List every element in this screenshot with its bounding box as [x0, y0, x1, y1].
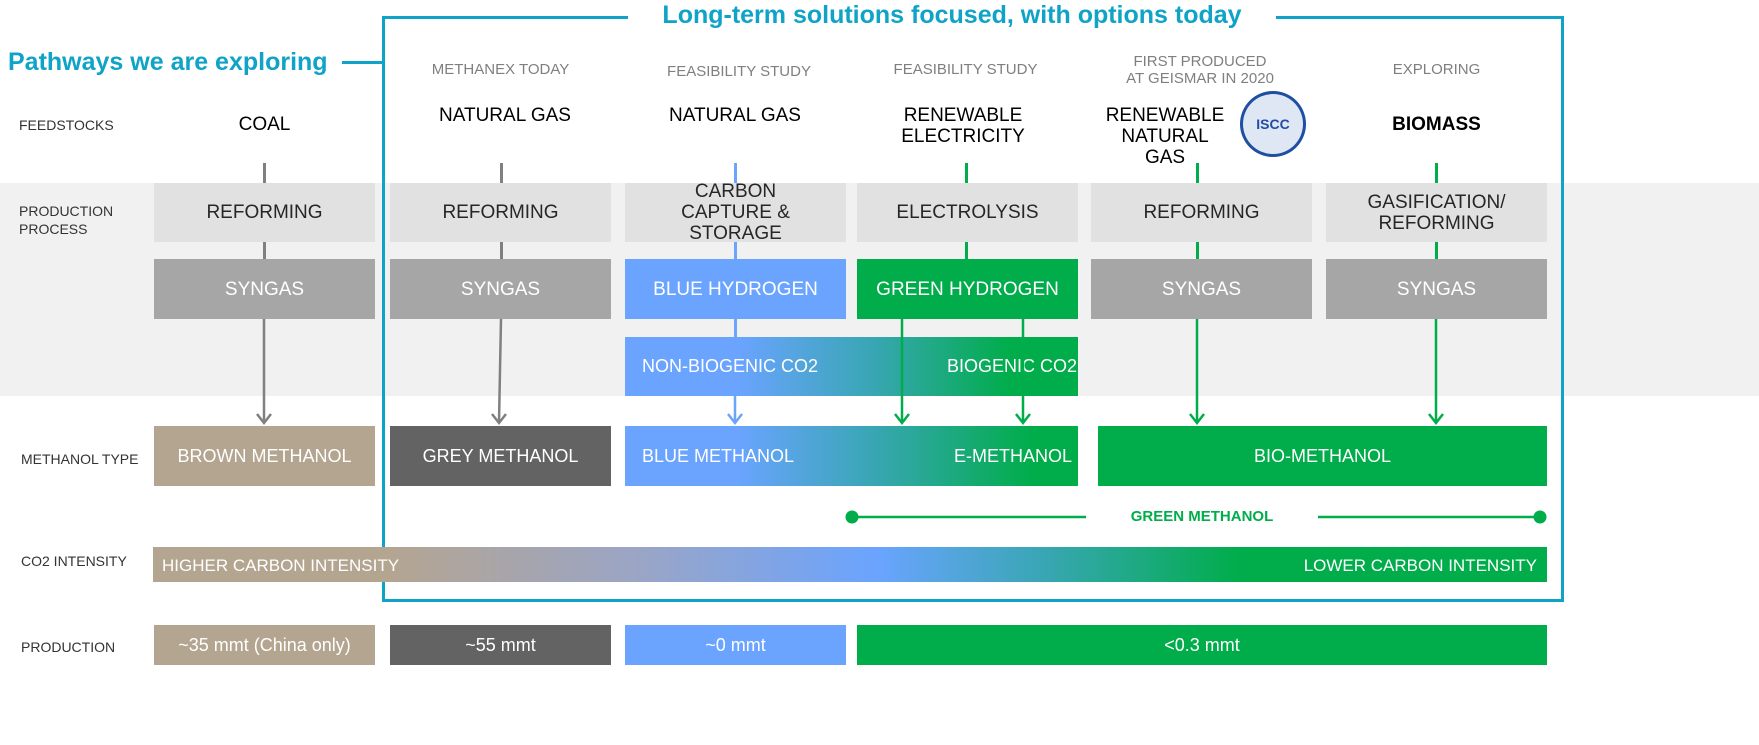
col2-arrowhead — [491, 413, 507, 426]
col6-feedstock: BIOMASS — [1392, 114, 1481, 135]
blue-e-methanol-bar — [625, 426, 1078, 486]
col2-line-top — [500, 163, 503, 183]
col5-arrowhead — [1189, 413, 1205, 426]
green-methanol-span-end — [1533, 510, 1547, 524]
col4-line-top — [965, 163, 968, 183]
bio-methanol-box: BIO-METHANOL — [1098, 426, 1547, 486]
biogenic-co2-label: BIOGENIC CO2 — [947, 356, 1078, 376]
grey-methanol-box: GREY METHANOL — [390, 426, 611, 486]
co2-source-bar — [625, 337, 1078, 396]
col4-feedstock: RENEWABLE ELECTRICITY — [901, 105, 1025, 147]
blue-methanol-label: BLUE METHANOL — [642, 446, 795, 466]
non-biogenic-co2-label: NON-BIOGENIC CO2 — [642, 356, 819, 376]
col1-line-mid — [263, 242, 266, 259]
left-title: Pathways we are exploring — [8, 48, 328, 76]
col3-line-mid — [734, 242, 737, 259]
col2-process: REFORMING — [390, 183, 611, 242]
col2-arrow — [497, 318, 503, 423]
left-title-connector — [342, 61, 384, 64]
col6-arrowhead — [1428, 413, 1444, 426]
col6-line-mid — [1435, 242, 1438, 259]
iscc-globe-icon: ISCC — [1240, 91, 1306, 157]
col6-line-top — [1435, 163, 1438, 183]
col2-feedstock: NATURAL GAS — [439, 105, 571, 126]
green-methanol-label: GREEN METHANOL — [1130, 508, 1274, 525]
higher-carbon-intensity-label: HIGHER CARBON INTENSITY — [162, 556, 400, 575]
top-title: Long-term solutions focused, with option… — [662, 1, 1242, 29]
blue-hydrogen-box: BLUE HYDROGEN — [625, 259, 846, 319]
row-label-production: PRODUCTION — [21, 639, 116, 655]
col2-line-mid — [500, 242, 503, 259]
col1-process: REFORMING — [154, 183, 375, 242]
col5-feedstock: RENEWABLE NATURAL GAS — [1105, 105, 1225, 168]
lower-carbon-intensity-label: LOWER CARBON INTENSITY — [1303, 556, 1537, 575]
col1-line-top — [263, 163, 266, 183]
col1-syngas: SYNGAS — [154, 259, 375, 319]
col6-syngas: SYNGAS — [1326, 259, 1547, 319]
col3-line-top — [734, 163, 737, 183]
col2-header: METHANEX TODAY — [431, 61, 570, 78]
co2-intensity-bar — [153, 547, 1547, 582]
col3-arrowhead — [727, 413, 743, 426]
col1-arrowhead — [256, 413, 272, 426]
col6-header: EXPLORING — [1392, 61, 1481, 78]
green-hydrogen-arrowhead-right — [1015, 413, 1031, 426]
green-hydrogen-arrowhead-left — [894, 413, 910, 426]
col5-line-top — [1196, 163, 1199, 183]
iscc-badge-text: ISCC — [1256, 116, 1290, 132]
production-brown: ~35 mmt (China only) — [154, 625, 375, 665]
col4-header: FEASIBILITY STUDY — [893, 61, 1038, 78]
col5-process: REFORMING — [1091, 183, 1312, 242]
production-blue: ~0 mmt — [625, 625, 846, 665]
frame-title-mask — [628, 0, 1276, 34]
production-grey: ~55 mmt — [390, 625, 611, 665]
col4-line-mid — [965, 242, 968, 259]
col5-syngas: SYNGAS — [1091, 259, 1312, 319]
col2-syngas: SYNGAS — [390, 259, 611, 319]
green-methanol-span-start — [845, 510, 859, 524]
col3-process: CARBON CAPTURE & STORAGE — [625, 181, 846, 244]
col3-line-lower — [734, 319, 737, 337]
production-green: <0.3 mmt — [857, 625, 1547, 665]
row-label-methanol-type: METHANOL TYPE — [21, 451, 139, 467]
green-hydrogen-box: GREEN HYDROGEN — [857, 259, 1078, 319]
brown-methanol-box: BROWN METHANOL — [154, 426, 375, 486]
row-label-feedstocks: FEEDSTOCKS — [19, 117, 114, 133]
col5-header: FIRST PRODUCED AT GEISMAR IN 2020 — [1126, 53, 1274, 87]
col3-feedstock: NATURAL GAS — [669, 105, 801, 126]
row-label-co2-intensity: CO2 INTENSITY — [21, 553, 127, 569]
col1-feedstock: COAL — [238, 114, 291, 135]
row-label-production-process: PRODUCTION PROCESS — [19, 203, 114, 237]
e-methanol-label: E-METHANOL — [954, 446, 1073, 466]
col5-line-mid — [1196, 242, 1199, 259]
col6-process: GASIFICATION/ REFORMING — [1326, 183, 1547, 242]
col4-process: ELECTROLYSIS — [857, 183, 1078, 242]
col3-header: FEASIBILITY STUDY — [667, 63, 811, 80]
